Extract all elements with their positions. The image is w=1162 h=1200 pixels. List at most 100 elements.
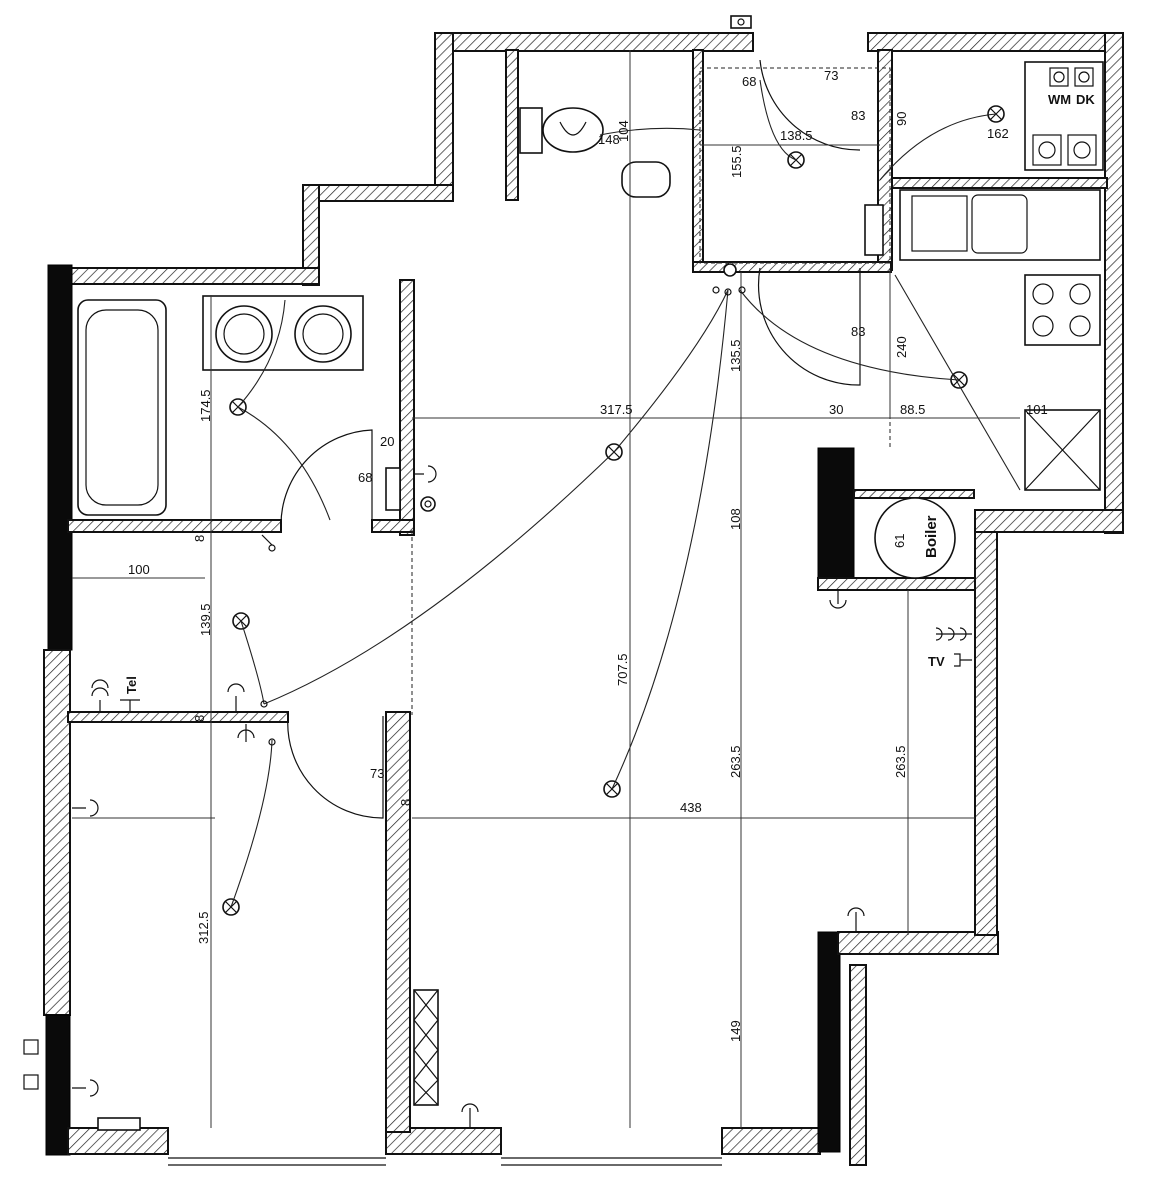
dim-263-5-a: 263.5	[728, 745, 743, 778]
dash-utility-zone	[699, 67, 891, 264]
wire-3	[611, 289, 729, 790]
tv-antenna-icon	[935, 627, 972, 641]
dim-148: 148	[598, 132, 620, 147]
radiator-bedroom	[97, 1117, 141, 1131]
wire-7	[230, 739, 273, 908]
dim-8-a: 8	[192, 535, 207, 542]
door-wc[interactable]	[759, 59, 861, 151]
wiring	[230, 79, 1021, 908]
wall-bottom-right	[721, 1127, 821, 1155]
wall-bedroom-top	[67, 711, 289, 723]
wire-11	[599, 127, 701, 136]
dimension-lines	[72, 50, 1020, 1128]
wall-top-wc	[434, 32, 754, 52]
burner-2	[1069, 283, 1091, 305]
wire-1	[263, 451, 615, 705]
label-boiler: Boiler	[923, 515, 940, 558]
sockets	[23, 15, 972, 1128]
dim-20: 20	[380, 434, 394, 449]
wm-socket	[1049, 67, 1069, 87]
label-tv: TV	[928, 654, 945, 669]
dk-socket-dot	[1078, 71, 1090, 83]
wall-right-bottom-vert	[849, 964, 867, 1166]
socket-icon	[847, 907, 865, 932]
toilet-seat	[559, 121, 587, 136]
wire-10	[237, 299, 286, 408]
fixtures	[77, 61, 1104, 1131]
wall-bath-top	[67, 267, 320, 285]
dim-263-5-b: 263.5	[893, 745, 908, 778]
wire-6	[240, 620, 265, 705]
bathtub	[77, 299, 167, 516]
socket-icon	[72, 1079, 99, 1097]
wire-kitchen-diag	[894, 274, 1021, 491]
switch-icon	[260, 700, 276, 746]
wall-step-1	[302, 184, 454, 202]
door-bedroom[interactable]	[287, 715, 384, 819]
kitchen-sink	[971, 194, 1028, 254]
wire-4	[739, 289, 960, 381]
dim-104: 104	[616, 120, 631, 142]
wall-wc-left	[434, 32, 454, 202]
wall-wc-right	[505, 49, 519, 201]
wall-utility-bottom	[692, 261, 892, 273]
wall-right-kitchen	[1104, 32, 1124, 534]
door-bath[interactable]	[280, 429, 373, 525]
tv-socket-icon	[954, 653, 972, 667]
burner-1	[1032, 283, 1054, 305]
dim-101: 101	[1026, 402, 1048, 417]
wall-kitchen-split	[891, 177, 1108, 189]
dim-8-c: 8	[398, 799, 413, 806]
dim-162: 162	[987, 126, 1009, 141]
wall-left-hatched	[43, 649, 71, 1016]
label-dk: DK	[1076, 92, 1095, 107]
kitchen-cooktop	[1024, 274, 1101, 346]
toilet-tank	[519, 107, 543, 154]
meter-box-icon	[730, 15, 752, 29]
fridge-diag-2	[1024, 409, 1101, 491]
wall-boiler-solid	[817, 447, 855, 584]
dim-155-5: 155.5	[729, 145, 744, 178]
wall-bath-bottom	[67, 519, 282, 533]
socket-icon	[237, 724, 255, 742]
dim-139-5: 139.5	[198, 603, 213, 636]
label-wm: WM	[1048, 92, 1071, 107]
toilet-bowl	[542, 107, 604, 153]
socket-icon	[461, 1103, 479, 1128]
dim-73-top: 73	[824, 68, 838, 83]
wall-kitchen-bottom	[974, 509, 1124, 533]
socket-icon	[227, 683, 245, 712]
dim-138-5: 138.5	[780, 128, 813, 143]
dk-drum	[1073, 141, 1091, 159]
wall-right-bottom-step	[837, 931, 999, 955]
wall-left-solid-top	[47, 264, 73, 651]
dk-box	[1067, 134, 1097, 166]
burner-4	[1069, 315, 1091, 337]
socket-icon	[72, 799, 99, 817]
socket-icon	[414, 465, 437, 483]
wall-hall-utility	[692, 49, 704, 271]
wall-bedroom-right	[385, 711, 411, 1133]
socket-icon	[829, 590, 847, 609]
dim-312-5: 312.5	[196, 911, 211, 944]
boiler-circle	[874, 497, 956, 579]
dim-100: 100	[128, 562, 150, 577]
interior-walls	[67, 49, 1108, 1133]
dim-61: 61	[892, 534, 907, 548]
switch-icon	[261, 534, 276, 552]
dim-707-5: 707.5	[615, 653, 630, 686]
kitchen-drainer	[911, 195, 968, 252]
wire-9	[879, 113, 997, 181]
radiator-utility	[864, 204, 884, 256]
dimension-labels: 68 73 104 148 138.5 83 90 162 155.5 174.…	[128, 68, 1048, 1042]
wm-socket-dot	[1053, 71, 1065, 83]
bathtub-inner	[85, 309, 159, 506]
dim-8-b: 8	[192, 715, 207, 722]
sink-right-inner	[302, 313, 344, 355]
dim-90: 90	[894, 112, 909, 126]
wall-bottom-left	[67, 1127, 169, 1155]
wall-right-solid-bottom	[817, 931, 841, 1153]
wall-left-solid-bottom	[45, 1014, 71, 1156]
outer-walls	[43, 32, 1124, 1166]
door-utility[interactable]	[757, 267, 861, 386]
